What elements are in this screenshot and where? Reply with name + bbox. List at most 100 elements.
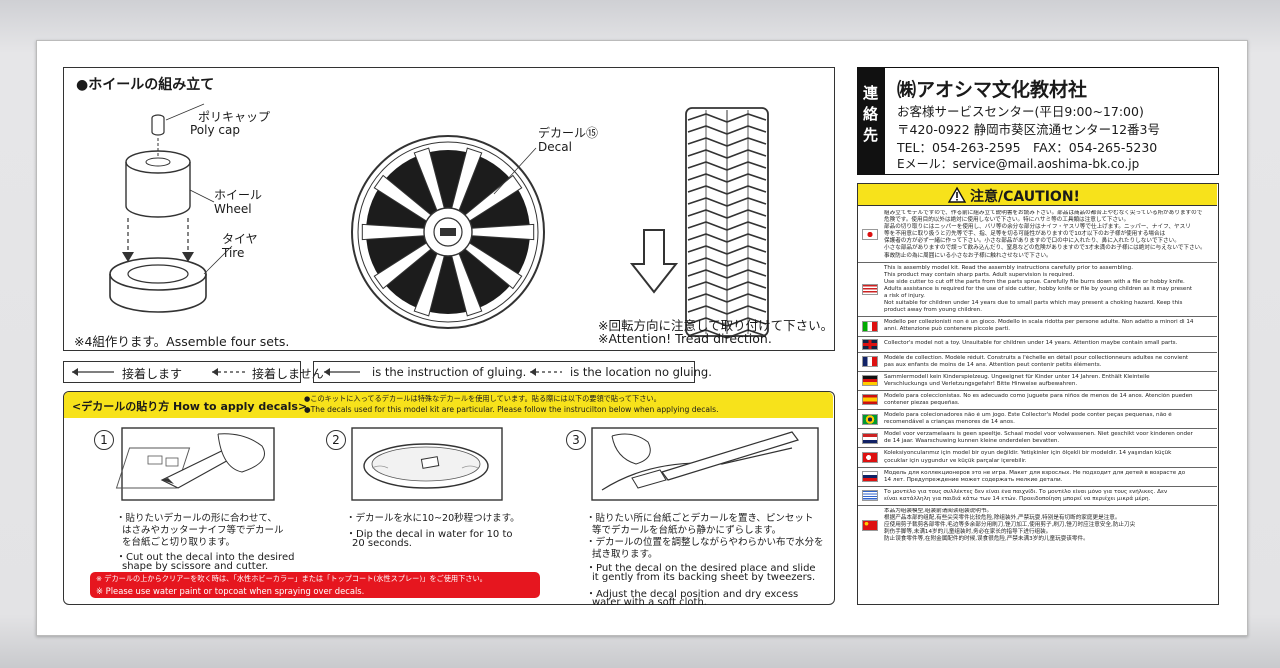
tread-note-en: ※Attention! Tread direction. [598, 331, 772, 346]
step3-text-en-3: ・Adjust the decal position and dry exces… [586, 589, 799, 600]
flag-de-icon [862, 375, 878, 387]
flag-jp-icon [862, 229, 878, 241]
caution-line: Verschluckungs und Verletzungsgefahr! Bi… [884, 380, 1078, 387]
caution-entry-tr: Koleksiyoncularımız için model bir oyun … [858, 447, 1217, 466]
wheel-tire-exploded-diagram [109, 103, 233, 313]
caution-line: 事故防止の為に周囲にいる小さなお子様に触れさせないで下さい。 [884, 252, 1052, 259]
caution-text-nl: Model voor verzamelaars is geen speeltje… [884, 431, 1213, 445]
assemble-four-note: ※4組作ります。Assemble four sets. [74, 334, 290, 349]
assembly-panel: ●ホイールの組み立て ポリキャップ Poly cap ホイール Wheel タイ… [63, 67, 835, 351]
topcoat-warning-en: ※ Please use water paint or topcoat when… [96, 586, 365, 596]
caution-text-tr: Koleksiyoncularımız için model bir oyun … [884, 450, 1213, 464]
caution-text-jp: 組み立てモデルですので、作る前に組み立て説明書をお読み下さい。部品は商品の都合上… [884, 210, 1213, 260]
noglue-legend-en-text: is the location no gluing. [570, 365, 712, 379]
caution-text-it: Modello per collezionisti non è un gioco… [884, 319, 1213, 333]
step3-text-jp-3: ・デカールの位置を調整しながらやわらかい布で水分を [586, 537, 824, 548]
decal-intro-en: ●The decals used for this model kit are … [304, 405, 719, 414]
caution-line: Model voor verzamelaars is geen speeltje… [884, 431, 1193, 438]
caution-line: Not suitable for children under 14 years… [884, 300, 1183, 307]
step3-text-en-2: it gently from its backing sheet by twee… [592, 572, 816, 583]
wheel-face-diagram [351, 135, 545, 329]
caution-line: anni. Attenzione può contenere piccole p… [884, 326, 1011, 333]
flag-tr-icon [862, 452, 878, 464]
flag-fr-icon [862, 356, 878, 368]
step3-text-en-1: ・Put the decal on the desired place and … [586, 563, 816, 574]
caution-line: product away from young children. [884, 307, 982, 314]
caution-text-gr: Το μοντέλο για τους συλλέκτες δεν είναι … [884, 489, 1213, 503]
decal-label-jp: デカール⑮ [538, 126, 599, 140]
caution-entry-cn: 本品为组装模型,组装前请阅读组装说明书。根据产品本部的组配,有些尖突零件比较危险… [858, 505, 1217, 545]
flag-it-icon [862, 320, 878, 332]
caution-text-us: This is assembly model kit. Read the ass… [884, 265, 1213, 315]
caution-line: 小さな部品がありますので誤って飲み込んだり、窒息などの危険がありますので3才未満… [884, 245, 1206, 252]
tread-direction-arrow [629, 229, 679, 294]
step1-number: 1 [94, 430, 114, 450]
caution-line: contener piezas pequeñas. [884, 399, 960, 406]
polycap-label-jp: ポリキャップ [198, 110, 271, 124]
caution-line: This product may contain sharp parts. Ad… [884, 271, 1075, 278]
caution-line: Koleksiyoncularımız için model bir oyun … [884, 450, 1172, 457]
tire-label-jp: タイヤ [222, 232, 258, 246]
topcoat-warning-jp: ※ デカールの上からクリアーを吹く時は、「水性ホビーカラー」または「トップコート… [96, 574, 487, 583]
caution-line: Modelo para colecionadores não é um jogo… [884, 412, 1172, 419]
solid-arrow-icon [324, 368, 360, 376]
decal-header-band [64, 392, 833, 418]
caution-line: recomendável a crianças menores de 14 an… [884, 419, 1015, 426]
caution-line: 危険です。使用目的以外は絶対に使用しないで下さい。特にハサミ等の工具類は注意して… [884, 217, 1130, 224]
caution-line: 部品の切り取りにはニッパーを使用し、バリ等の余分な部分はナイフ・ヤスリ等で仕上げ… [884, 224, 1191, 231]
company-name: ㈱アオシマ文化教材社 [897, 79, 1088, 101]
caution-line: pas aux enfants de moins de 14 ans. Atte… [884, 361, 1102, 368]
dashed-arrow-icon [530, 368, 562, 376]
step3-number-text: 3 [572, 433, 580, 447]
caution-line: 刺伤手脚等,未满14岁的儿童组装时,务必在家长的指导下进行组装。 [884, 529, 1052, 536]
step1-cutting-illustration [115, 427, 275, 501]
caution-line: 等を不用意に取り扱うと刃先等で手、指、足等を切る可能性がありますので10才以下の… [884, 231, 1166, 238]
caution-entry-ru: Модель для коллекционеров это не игра. М… [858, 466, 1217, 486]
email-address: Eメール：service@mail.aoshima-bk.co.jp [897, 157, 1140, 171]
dashed-arrow-icon [212, 368, 248, 376]
flag-br-icon [862, 413, 878, 425]
flag-es-icon [862, 394, 878, 406]
step2-number: 2 [326, 430, 346, 450]
caution-line: çocuklar için uygundur ve küçük parçalar… [884, 457, 1027, 464]
caution-entry-us: This is assembly model kit. Read the ass… [858, 261, 1217, 317]
step1-text-jp-2: はさみやカッターナイフ等でデカール [122, 525, 284, 536]
glue-legend-en-text: is the instruction of gluing. [372, 365, 527, 379]
caution-entry-gr: Το μοντέλο για τους συλλέκτες δεν είναι … [858, 485, 1217, 505]
caution-text-ru: Модель для коллекционеров это не игра. М… [884, 470, 1213, 484]
decal-intro-jp: ●このキットに入ってるデカールは特殊なデカールを使用しています。貼る際には以下の… [304, 394, 661, 403]
caution-line: 14 лет. Предупреждение может содержать м… [884, 476, 1063, 483]
step1-text-en-1: ・Cut out the decal into the desired [116, 552, 295, 563]
caution-entry-it: Modello per collezionisti non è un gioco… [858, 316, 1217, 335]
flag-us-icon [862, 283, 878, 295]
caution-entry-de: Sammlermodell kein Kinderspielzeug. Unge… [858, 370, 1217, 390]
caution-line: είναι κατάλληλη για παιδιά κάτω των 14 ε… [884, 495, 1151, 502]
caution-line: Modelo para coleccionistas. No es adecua… [884, 392, 1193, 399]
contact-label: 連絡先 [863, 84, 879, 144]
decal-title: <デカールの貼り方 How to apply decals> [72, 400, 308, 413]
tel-fax: TEL：054-263-2595 FAX：054-265-5230 [897, 140, 1158, 155]
caution-text-es: Modelo para coleccionistas. No es adecua… [884, 393, 1213, 407]
step3-text-jp-1: ・貼りたい所に台紙ごとデカールを置き、ピンセット [586, 513, 814, 524]
step3-number: 3 [566, 430, 586, 450]
step2-text-jp-1: ・デカールを水に10~20秒程つけます。 [346, 513, 520, 524]
step3-placing-illustration [591, 427, 819, 501]
caution-line: Модель для коллекционеров это не игра. М… [884, 469, 1186, 476]
caution-line: 应使用剪子裁剪各部零件,毛边等多余部分用刷刀,锉刀加工,使用剪子,刷刀,锉刀时应… [884, 522, 1136, 529]
caution-line: 保護者の方が必ず一緒に作って下さい。小さな部品がありますので口の中に入れたり、鼻… [884, 238, 1180, 245]
service-center-hours: お客様サービスセンター(平日9:00~17:00) [897, 104, 1144, 119]
caution-line: Collector's model not a toy. Unsuitable … [884, 340, 1178, 347]
polycap-label-en: Poly cap [190, 123, 240, 137]
caution-entry-jp: 組み立てモデルですので、作る前に組み立て説明書をお読み下さい。部品は商品の都合上… [858, 208, 1217, 262]
caution-line: 本品为组装模型,组装前请阅读组装说明书。 [884, 508, 993, 514]
caution-rows: 組み立てモデルですので、作る前に組み立て説明書をお読み下さい。部品は商品の都合上… [858, 208, 1217, 545]
caution-line: Sammlermodell kein Kinderspielzeug. Unge… [884, 373, 1150, 380]
step1-number-text: 1 [100, 433, 108, 447]
assembly-title: ●ホイールの組み立て [76, 77, 215, 93]
step3-text-jp-2: 等でデカールを台紙から静かにずらします。 [592, 525, 782, 536]
step2-text-en-2: 20 seconds. [352, 538, 412, 549]
caution-text-de: Sammlermodell kein Kinderspielzeug. Unge… [884, 374, 1213, 388]
solid-arrow-icon [72, 368, 114, 376]
caution-header [858, 184, 1217, 206]
